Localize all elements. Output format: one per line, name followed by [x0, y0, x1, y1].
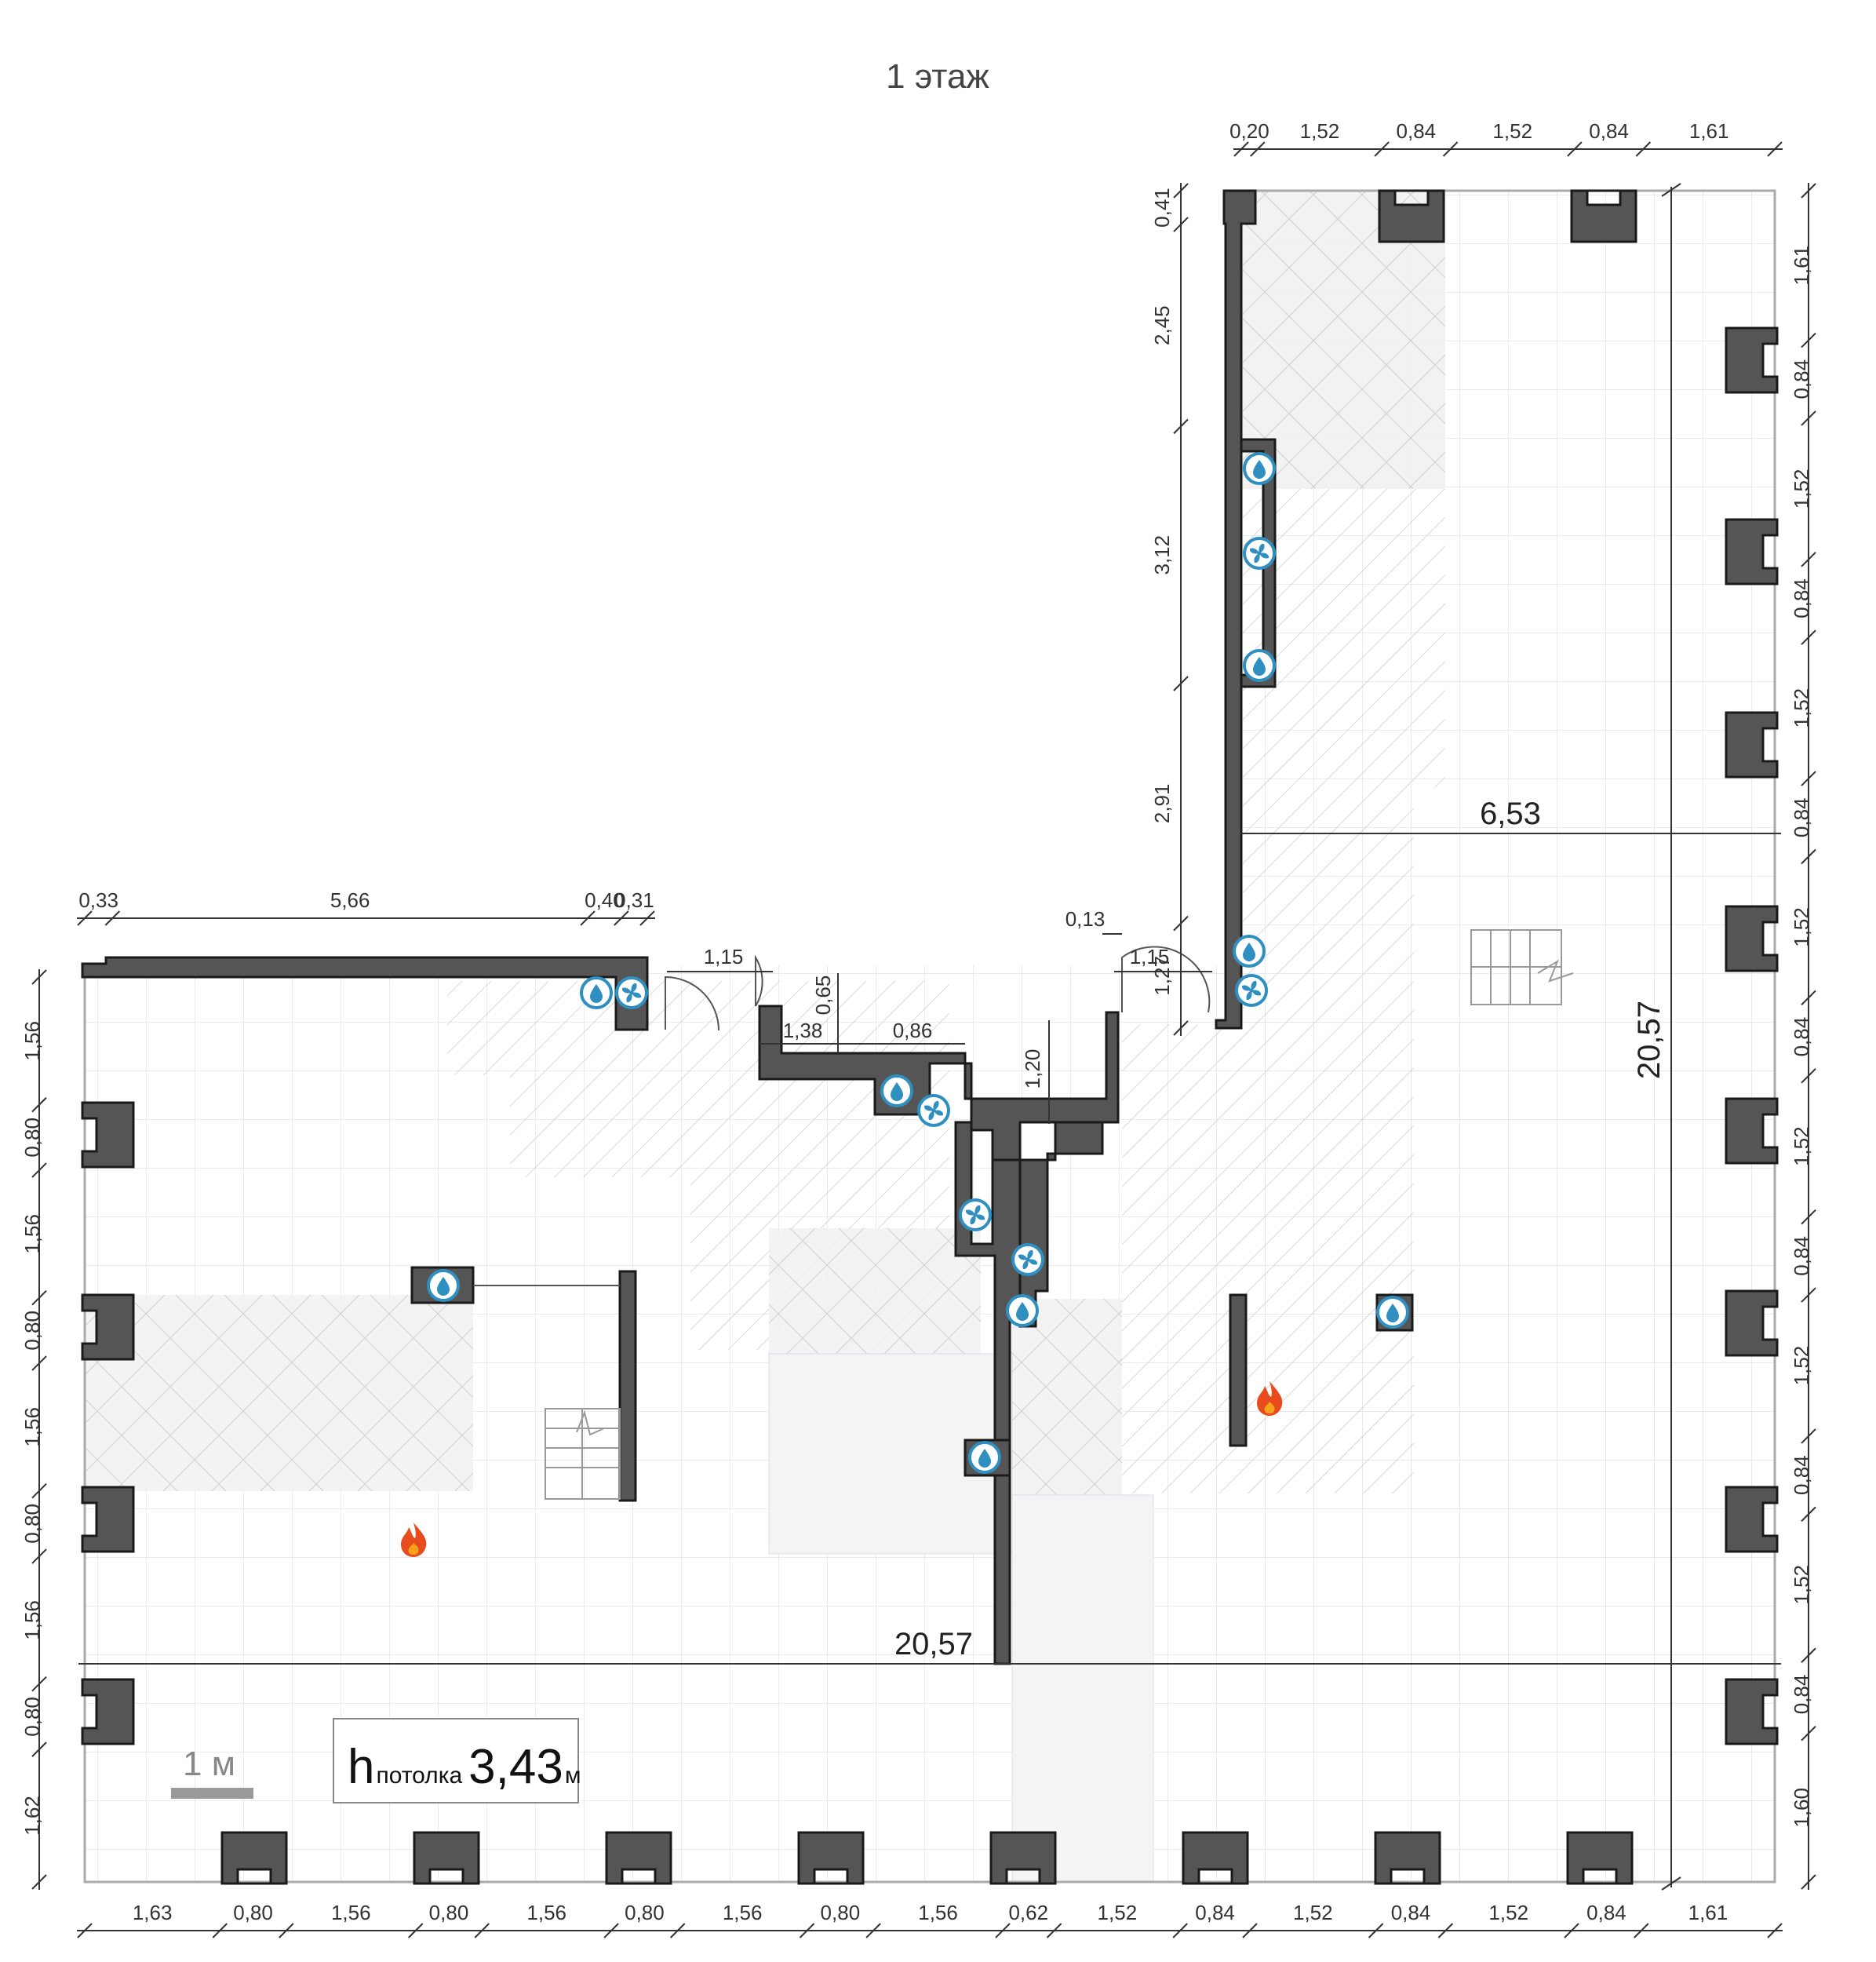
dim-bottom-label: 0,80: [233, 1901, 273, 1924]
dim-right-label: 1,52: [1790, 907, 1813, 947]
dim-inner-label: 1,15: [704, 945, 744, 968]
dim-left-label: 0,80: [20, 1504, 44, 1544]
ceiling-subscript: потолка: [376, 1763, 462, 1789]
overall-dimensions: [78, 183, 1781, 1891]
water-icon: [580, 976, 613, 1009]
fan-icon: [1243, 537, 1276, 570]
water-icon: [1233, 935, 1266, 968]
water-icon: [968, 1441, 1001, 1474]
dim-right-label: 0,84: [1790, 1455, 1813, 1495]
dim-inner-label: 0,86: [893, 1019, 933, 1042]
dim-inner-label: 1,38: [783, 1019, 823, 1042]
dim-right-label: 0,84: [1790, 1675, 1813, 1715]
floor-title: 1 этаж: [886, 57, 989, 96]
stairs-right: [1470, 929, 1574, 1005]
dim-inner-label: 0,65: [811, 976, 835, 1016]
dim-bottom-label: 1,61: [1688, 1901, 1728, 1924]
fan-icon: [1011, 1243, 1044, 1276]
fan-icon: [917, 1094, 950, 1127]
dim-top-right-label: 0,84: [1589, 119, 1629, 143]
dim-top-left-label: 5,66: [330, 888, 370, 912]
dim-top-left-label: 0,31: [614, 888, 654, 912]
scale-bar: 1 м: [171, 1745, 253, 1799]
dim-right-label: 0,84: [1790, 359, 1813, 399]
dim-left-label: 1,56: [20, 1021, 44, 1061]
fan-icon: [615, 976, 648, 1009]
water-icon: [1243, 452, 1276, 485]
dim-right-label: 1,52: [1790, 469, 1813, 509]
dim-right-label: 0,84: [1790, 1236, 1813, 1276]
dim-top-right-label: 1,52: [1492, 119, 1532, 143]
dim-bottom-label: 1,52: [1488, 1901, 1528, 1924]
water-icon: [1006, 1294, 1039, 1327]
dim-top-right-label: 0,20: [1229, 119, 1269, 143]
dim-bottom-label: 0,80: [625, 1901, 665, 1924]
water-icon: [880, 1074, 913, 1107]
walls: [81, 189, 1414, 1665]
dim-bottom-label: 1,56: [331, 1901, 371, 1924]
dim-column-label: 0,41: [1150, 188, 1174, 228]
dimension-chains: 1,63 0,80 1,56 0,80 1,56 0,80 1,56 0,80 1,56 0,62…: [20, 119, 1816, 1938]
dim-bottom-label: 1,52: [1098, 1901, 1138, 1924]
dim-bottom-label: 0,84: [1195, 1901, 1235, 1924]
overall-height: 20,57: [1632, 1001, 1667, 1079]
ceiling-unit: м: [565, 1763, 581, 1789]
dim-bottom-label: 1,63: [133, 1901, 173, 1924]
dim-bottom-label: 0,80: [429, 1901, 469, 1924]
dim-left-label: 1,56: [20, 1407, 44, 1447]
dim-column-label: 2,91: [1150, 784, 1174, 824]
water-icon: [1376, 1296, 1409, 1329]
dim-top-right-label: 1,52: [1300, 119, 1340, 143]
dim-left-label: 0,80: [20, 1311, 44, 1351]
dim-right-label: 0,84: [1790, 1017, 1813, 1057]
dim-bottom-label: 0,62: [1008, 1901, 1048, 1924]
dim-column-label: 2,45: [1150, 305, 1174, 345]
dim-column-label: 1,27: [1150, 956, 1174, 996]
dim-bottom-label: 1,56: [526, 1901, 566, 1924]
inner-width: 6,53: [1480, 797, 1541, 831]
ceiling-symbol: h: [348, 1740, 374, 1794]
dim-top-right-label: 1,61: [1689, 119, 1729, 143]
dim-bottom-label: 0,84: [1391, 1901, 1431, 1924]
dim-right-label: 1,52: [1790, 1565, 1813, 1605]
dim-right-label: 1,61: [1790, 246, 1813, 286]
dim-top-left-label: 0,33: [78, 888, 118, 912]
ceiling-value: 3,43: [468, 1740, 563, 1794]
dim-left-label: 1,56: [20, 1214, 44, 1254]
dim-top-right-label: 0,84: [1397, 119, 1437, 143]
dim-left-label: 1,62: [20, 1796, 44, 1836]
dim-inner-label: 1,15: [1130, 945, 1170, 968]
dim-bottom-label: 1,52: [1293, 1901, 1333, 1924]
dim-bottom-label: 1,56: [723, 1901, 763, 1924]
dim-bottom-label: 0,80: [821, 1901, 861, 1924]
dim-column-label: 3,12: [1150, 535, 1174, 575]
dim-bottom-label: 0,84: [1586, 1901, 1626, 1924]
water-icon: [1243, 649, 1276, 682]
dim-left-label: 1,56: [20, 1600, 44, 1640]
dim-bottom-label: 1,56: [918, 1901, 958, 1924]
dim-right-label: 1,52: [1790, 1126, 1813, 1166]
dim-right-label: 0,84: [1790, 578, 1813, 618]
dim-right-label: 1,60: [1790, 1788, 1813, 1828]
dim-right-label: 1,52: [1790, 688, 1813, 728]
fan-icon: [1235, 974, 1268, 1007]
fan-icon: [959, 1198, 992, 1231]
overall-width: 20,57: [894, 1627, 973, 1661]
dim-left-label: 0,80: [20, 1118, 44, 1158]
dim-left-label: 0,80: [20, 1697, 44, 1737]
dim-right-label: 0,84: [1790, 798, 1813, 838]
doors: [473, 946, 1211, 1286]
dim-inner-label: 0,13: [1065, 907, 1106, 931]
dim-inner-label: 1,20: [1021, 1049, 1044, 1089]
scale-bar-label: 1 м: [183, 1745, 235, 1783]
water-icon: [427, 1269, 460, 1302]
stairs-left: [545, 1408, 621, 1500]
zones: [85, 191, 1445, 1883]
dim-top-left-label: 0,40: [585, 888, 625, 912]
dim-right-label: 1,52: [1790, 1346, 1813, 1386]
